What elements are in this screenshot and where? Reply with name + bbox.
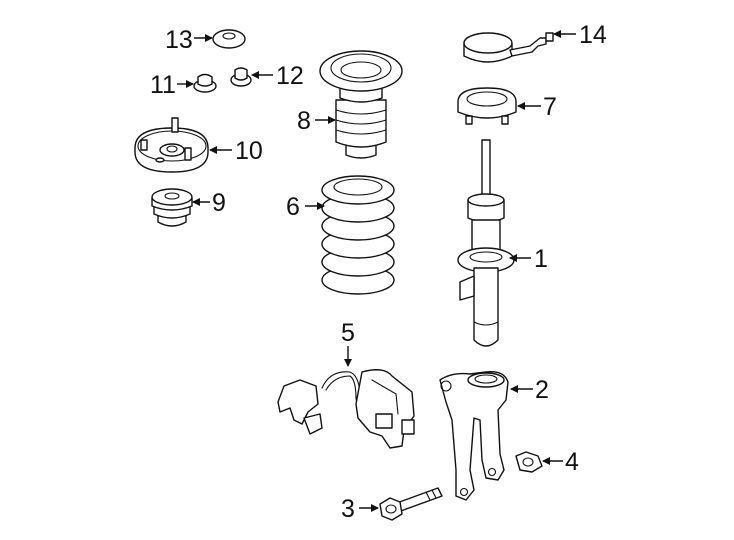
callout-2: 2 (535, 376, 549, 404)
part-10-strut-mount (134, 117, 209, 173)
part-3-bolt (379, 487, 443, 521)
part-7-spring-seat (457, 87, 517, 125)
part-12-nut (230, 67, 252, 87)
part-1-strut (457, 139, 515, 347)
callout-11: 11 (150, 71, 176, 99)
callout-9: 9 (212, 189, 226, 217)
callout-1: 1 (534, 245, 548, 273)
part-4-nut (515, 451, 543, 473)
callout-5: 5 (341, 319, 355, 347)
callout-4: 4 (565, 448, 579, 476)
part-2-knuckle (439, 371, 509, 501)
callout-8: 8 (297, 107, 311, 135)
part-11-nut (193, 73, 217, 93)
part-5-sensor-harness (277, 369, 415, 449)
callout-13: 13 (165, 26, 193, 54)
part-14-upper-mount (463, 32, 554, 63)
callout-14: 14 (579, 21, 607, 49)
callout-labels: 13 11 12 10 9 8 6 14 7 1 5 2 4 3 (150, 21, 607, 523)
callout-6: 6 (286, 193, 300, 221)
part-8-upper-seat-boot (319, 50, 403, 159)
leader-lines (177, 30, 576, 512)
callout-10: 10 (235, 137, 263, 165)
callout-3: 3 (341, 495, 355, 523)
part-13-washer (212, 29, 246, 49)
part-9-bump-stop (151, 188, 193, 227)
callout-12: 12 (276, 62, 304, 90)
callout-7: 7 (543, 93, 557, 121)
part-6-coil-spring (321, 175, 395, 295)
